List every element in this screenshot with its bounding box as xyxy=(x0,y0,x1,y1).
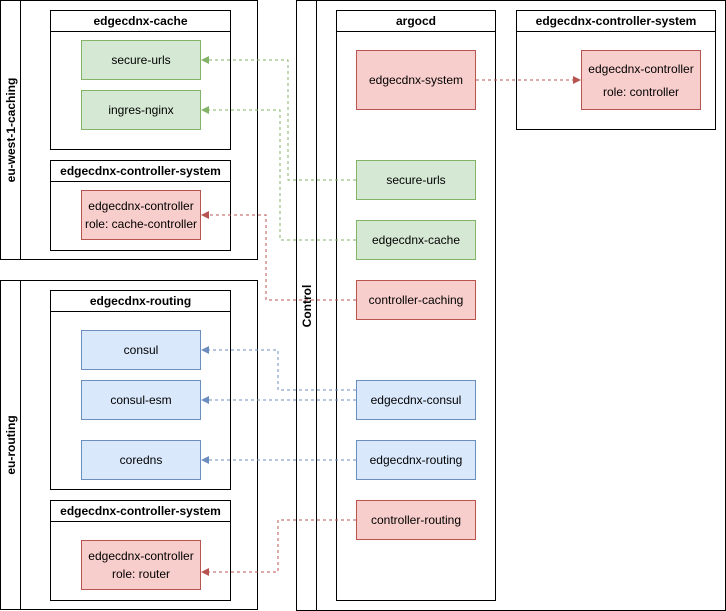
pool-label-caching: eu-west-1-caching xyxy=(3,77,18,183)
node-consul[interactable]: consul xyxy=(81,330,201,370)
node-label: edgecdnx-consul xyxy=(370,393,462,407)
node-cache-controller[interactable]: edgecdnx-controller role: cache-controll… xyxy=(81,190,201,240)
node-label: secure-urls xyxy=(386,173,446,187)
node-label: consul xyxy=(123,343,159,357)
node-secure-urls[interactable]: secure-urls xyxy=(81,40,201,80)
namespace-title: edgecdnx-controller-system xyxy=(51,161,230,182)
pool-title-bar: eu-west-1-caching xyxy=(1,1,21,259)
node-edgecdnx-system[interactable]: edgecdnx-system xyxy=(356,50,476,110)
namespace-title: edgecdnx-routing xyxy=(51,291,230,312)
node-label: edgecdnx-controller xyxy=(88,199,194,213)
node-consul-esm[interactable]: consul-esm xyxy=(81,380,201,420)
namespace-title: edgecdnx-cache xyxy=(51,11,230,32)
namespace-title: edgecdnx-controller-system xyxy=(517,11,715,32)
node-label: consul-esm xyxy=(110,393,172,407)
node-label: controller-routing xyxy=(370,513,462,527)
node-controller-routing[interactable]: controller-routing xyxy=(356,500,476,540)
node-label: ingres-nginx xyxy=(108,103,174,117)
node-edgecdnx-routing[interactable]: edgecdnx-routing xyxy=(356,440,476,480)
node-edgecdnx-consul[interactable]: edgecdnx-consul xyxy=(356,380,476,420)
namespace-title: edgecdnx-controller-system xyxy=(51,501,230,522)
namespace-title: argocd xyxy=(337,11,495,32)
pool-title-bar: Control xyxy=(297,1,317,610)
node-label: edgecdnx-routing xyxy=(369,453,463,467)
node-argo-secure-urls[interactable]: secure-urls xyxy=(356,160,476,200)
node-controller-caching[interactable]: controller-caching xyxy=(356,280,476,320)
node-label: controller-caching xyxy=(368,293,464,307)
node-argo-edgecdnx-cache[interactable]: edgecdnx-cache xyxy=(356,220,476,260)
node-label: edgecdnx-cache xyxy=(371,233,461,247)
node-coredns[interactable]: coredns xyxy=(81,440,201,480)
node-router-controller[interactable]: edgecdnx-controller role: router xyxy=(81,540,201,590)
node-role: role: cache-controller xyxy=(84,217,198,231)
pool-label-routing: eu-routing xyxy=(3,415,18,475)
node-label: edgecdnx-controller xyxy=(588,61,694,76)
node-label: coredns xyxy=(119,453,163,467)
node-controller[interactable]: edgecdnx-controller role: controller xyxy=(581,50,701,110)
node-role: role: controller xyxy=(602,84,680,99)
pool-label-control: Control xyxy=(299,284,314,327)
node-label: secure-urls xyxy=(111,53,171,67)
node-label: edgecdnx-controller xyxy=(88,549,194,563)
node-role: role: router xyxy=(111,567,171,581)
node-label: edgecdnx-system xyxy=(368,73,464,87)
pool-title-bar: eu-routing xyxy=(1,281,21,609)
node-ingres-nginx[interactable]: ingres-nginx xyxy=(81,90,201,130)
